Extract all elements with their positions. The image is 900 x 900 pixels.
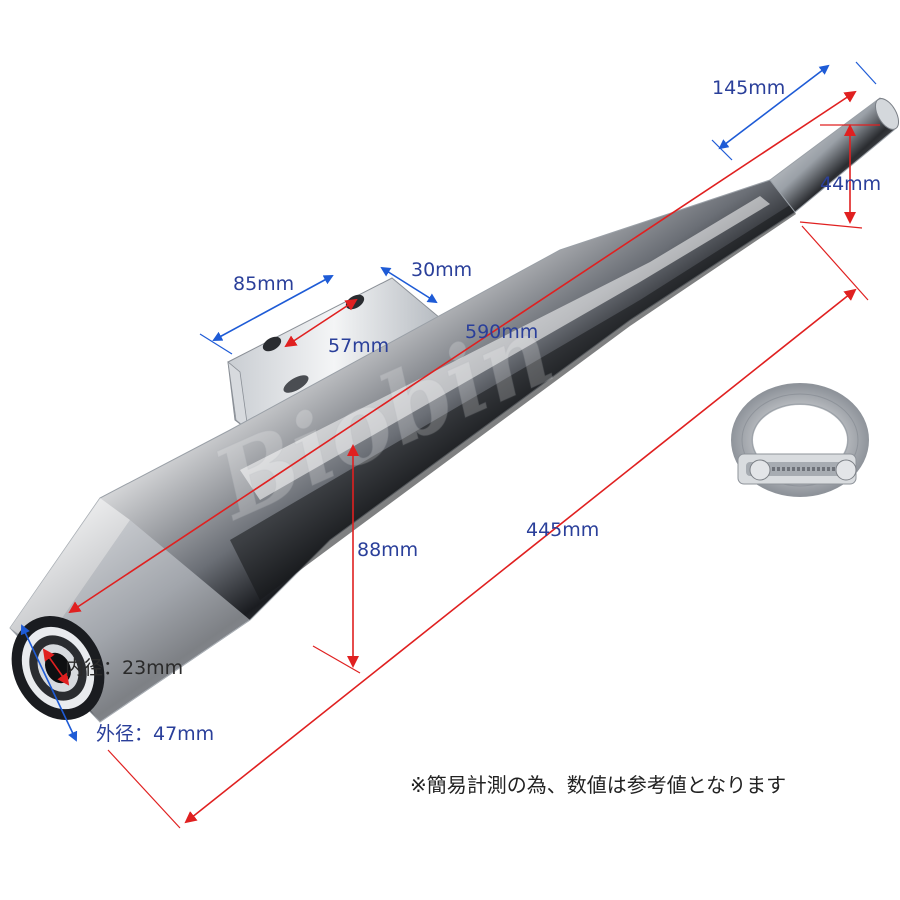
bracket-width-label: 30mm <box>411 259 472 281</box>
measurement-note: ※簡易計測の為、数値は参考値となります <box>410 773 786 797</box>
tip-diameter-label: 44mm <box>820 173 881 195</box>
hose-clamp <box>731 383 869 497</box>
red-dimension-lines <box>42 90 880 829</box>
body-length-line <box>184 288 857 824</box>
outer-diameter-line <box>20 624 78 742</box>
tip-length-ext-left <box>711 139 733 161</box>
inner-diameter-label: 内径：23mm <box>65 657 183 679</box>
tip-length-label: 145mm <box>712 77 785 99</box>
tip-diameter-ext-bottom <box>799 221 863 229</box>
bracket-length-label: 85mm <box>233 273 294 295</box>
overall-length-label: 590mm <box>465 321 538 343</box>
tip-length-line <box>718 64 830 150</box>
body-diameter-label: 88mm <box>357 539 418 561</box>
bracket-length-line <box>212 275 334 341</box>
body-length-label: 445mm <box>526 519 599 541</box>
outer-diameter-label: 外径：47mm <box>96 723 214 745</box>
body-length-ext-right <box>801 225 869 301</box>
hole-spacing-label: 57mm <box>328 335 389 357</box>
body-diameter-ext <box>312 645 361 674</box>
body-length-ext-left <box>107 749 181 829</box>
bracket-length-ext <box>199 333 233 355</box>
bracket-width-line <box>380 266 438 304</box>
overall-length-line <box>68 90 857 614</box>
tip-length-ext-right <box>855 61 877 85</box>
blue-dimension-lines <box>20 61 877 742</box>
